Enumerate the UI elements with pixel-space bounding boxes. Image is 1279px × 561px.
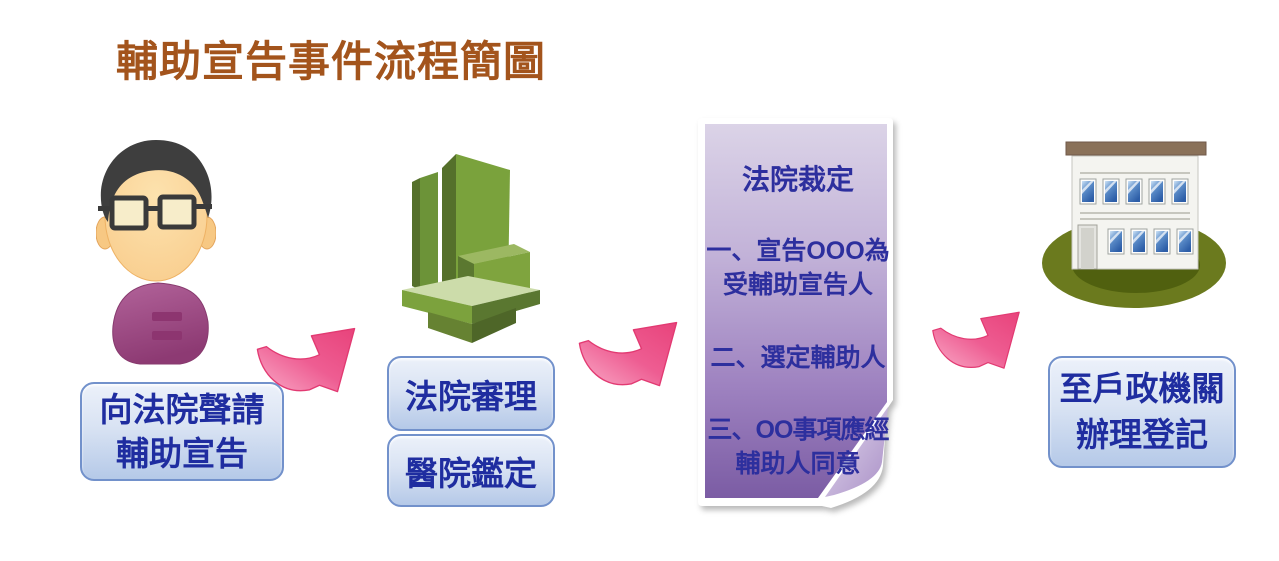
court-towers xyxy=(412,154,530,298)
apply-step-box: 向法院聲請 輔助宣告 xyxy=(80,382,284,481)
scroll-paper-icon xyxy=(698,118,893,508)
court-review-label: 法院審理 xyxy=(405,377,537,415)
court-base xyxy=(402,276,540,343)
glasses-icon xyxy=(98,194,212,231)
register-step-line1: 至戶政機關 xyxy=(1059,369,1225,407)
apply-step-line2: 輔助宣告 xyxy=(116,434,248,472)
hospital-assessment-box: 醫院鑑定 xyxy=(387,434,555,507)
office-building-icon xyxy=(1042,141,1226,308)
hospital-assessment-label: 醫院鑑定 xyxy=(405,454,537,492)
apply-step-line1: 向法院聲請 xyxy=(99,390,265,428)
person-hair xyxy=(100,140,212,222)
ruling-item3-line1: 三、OO事項應經 xyxy=(707,416,890,444)
flow-arrow-icon-1 xyxy=(256,327,356,393)
flow-arrow-icon-3 xyxy=(932,311,1020,369)
register-step-line2: 辦理登記 xyxy=(1076,416,1208,453)
court-ruling-note: 法院裁定 一、宣告OOO為 受輔助宣告人 二、選定輔助人 三、OO事項應經 輔助… xyxy=(698,118,898,518)
green-court-building-icon xyxy=(402,154,540,343)
person-shirt xyxy=(112,282,209,365)
court-review-box: 法院審理 xyxy=(387,356,555,431)
register-step-box: 至戶政機關 辦理登記 xyxy=(1048,356,1236,468)
flow-arrow-icon-2 xyxy=(578,321,678,387)
ruling-item3-line2: 輔助人同意 xyxy=(735,450,861,478)
person-icon xyxy=(96,140,216,365)
ruling-item2: 二、選定輔助人 xyxy=(710,344,886,372)
office-door xyxy=(1077,224,1098,270)
page-title: 輔助宣告事件流程簡圖 xyxy=(116,40,547,86)
ruling-item1-line1: 一、宣告OOO為 xyxy=(706,237,890,265)
ruling-item1-line2: 受輔助宣告人 xyxy=(722,271,873,299)
office-building xyxy=(1065,141,1207,270)
ruling-heading: 法院裁定 xyxy=(741,164,854,195)
